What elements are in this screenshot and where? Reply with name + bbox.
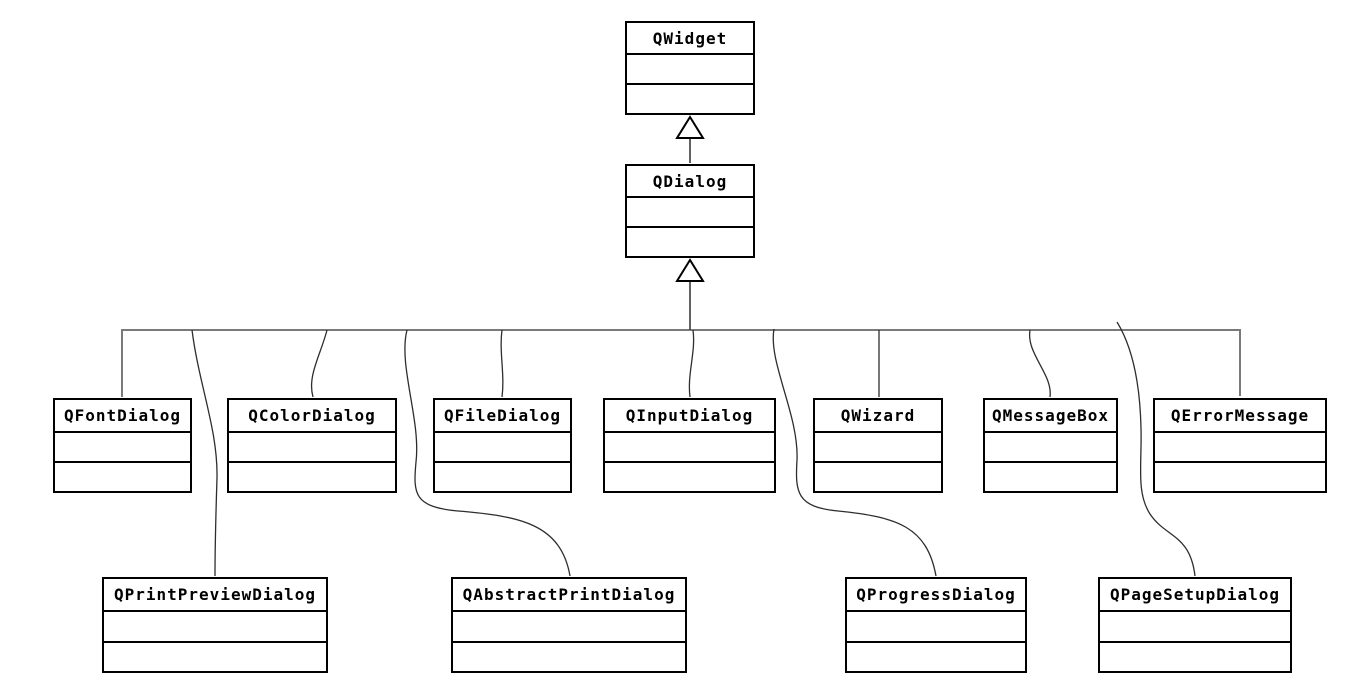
methods-compartment <box>847 643 1025 672</box>
class-box-qdialog[interactable]: QDialog <box>625 164 755 258</box>
class-box-qerrormessage[interactable]: QErrorMessage <box>1153 398 1327 493</box>
attributes-compartment <box>985 433 1116 463</box>
class-name-qpagesetupdialog: QPageSetupDialog <box>1100 579 1290 612</box>
connector-qprogressdialog <box>772 328 937 577</box>
attributes-compartment <box>627 198 753 228</box>
class-name-qcolordialog: QColorDialog <box>229 400 395 433</box>
class-name-qprintpreviewdialog: QPrintPreviewDialog <box>104 579 326 612</box>
class-box-qmessagebox[interactable]: QMessageBox <box>983 398 1118 493</box>
connector-qmessagebox <box>1029 329 1051 398</box>
attributes-compartment <box>605 433 774 463</box>
attributes-compartment <box>815 433 941 463</box>
attributes-compartment <box>435 433 570 463</box>
methods-compartment <box>229 463 395 491</box>
class-box-qprintpreviewdialog[interactable]: QPrintPreviewDialog <box>102 577 328 673</box>
class-name-qinputdialog: QInputDialog <box>605 400 774 433</box>
methods-compartment <box>815 463 941 491</box>
attributes-compartment <box>1100 612 1290 643</box>
methods-compartment <box>627 85 753 113</box>
class-box-qpagesetupdialog[interactable]: QPageSetupDialog <box>1098 577 1292 673</box>
methods-compartment <box>605 463 774 491</box>
class-name-qfiledialog: QFileDialog <box>435 400 570 433</box>
connector-qabstractprintdialog <box>404 329 571 577</box>
methods-compartment <box>55 463 190 491</box>
class-box-qprogressdialog[interactable]: QProgressDialog <box>845 577 1027 673</box>
connector-qprintpreviewdialog <box>191 329 218 577</box>
connector-qcolordialog <box>311 329 328 398</box>
class-box-qwidget[interactable]: QWidget <box>625 21 755 115</box>
class-name-qabstractprintdialog: QAbstractPrintDialog <box>453 579 685 612</box>
class-box-qcolordialog[interactable]: QColorDialog <box>227 398 397 493</box>
class-box-qwizard[interactable]: QWizard <box>813 398 943 493</box>
attributes-compartment <box>55 433 190 463</box>
class-name-qerrormessage: QErrorMessage <box>1155 400 1325 433</box>
inheritance-arrow-qdialog <box>675 258 705 282</box>
methods-compartment <box>104 643 326 672</box>
attributes-compartment <box>1155 433 1325 463</box>
connector-qinputdialog <box>688 329 695 398</box>
methods-compartment <box>1100 643 1290 672</box>
inheritance-arrow-qwidget <box>675 115 705 139</box>
connector-qpagesetupdialog <box>1116 321 1196 577</box>
class-box-qfiledialog[interactable]: QFileDialog <box>433 398 572 493</box>
class-name-qfontdialog: QFontDialog <box>55 400 190 433</box>
attributes-compartment <box>104 612 326 643</box>
methods-compartment <box>435 463 570 491</box>
class-box-qabstractprintdialog[interactable]: QAbstractPrintDialog <box>451 577 687 673</box>
methods-compartment <box>627 228 753 256</box>
class-name-qwidget: QWidget <box>627 23 753 55</box>
connector-bus-qdialog-children <box>121 329 1241 397</box>
methods-compartment <box>1155 463 1325 491</box>
attributes-compartment <box>453 612 685 643</box>
attributes-compartment <box>847 612 1025 643</box>
connector-qfiledialog <box>500 329 504 398</box>
class-box-qfontdialog[interactable]: QFontDialog <box>53 398 192 493</box>
attributes-compartment <box>627 55 753 85</box>
class-name-qdialog: QDialog <box>627 166 753 198</box>
methods-compartment <box>985 463 1116 491</box>
methods-compartment <box>453 643 685 672</box>
class-name-qmessagebox: QMessageBox <box>985 400 1116 433</box>
class-name-qwizard: QWizard <box>815 400 941 433</box>
class-box-qinputdialog[interactable]: QInputDialog <box>603 398 776 493</box>
attributes-compartment <box>229 433 395 463</box>
class-name-qprogressdialog: QProgressDialog <box>847 579 1025 612</box>
